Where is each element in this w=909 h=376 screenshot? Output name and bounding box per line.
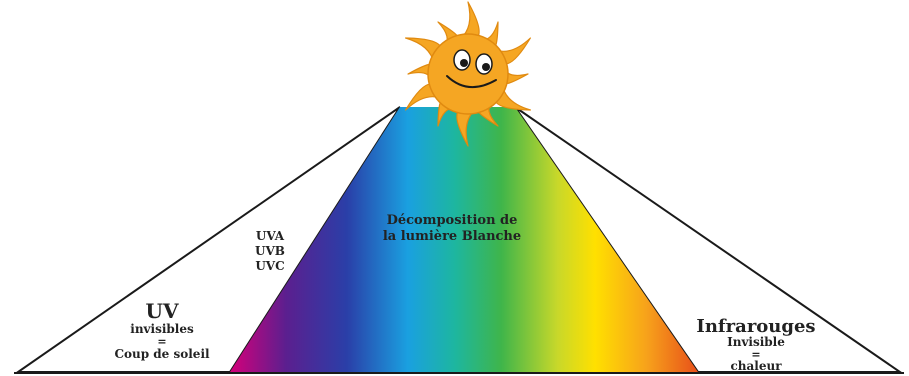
visible-spectrum — [230, 107, 698, 372]
uv-line2: = — [157, 335, 166, 348]
uvc-label: UVC — [255, 259, 284, 273]
uva-label: UVA — [256, 229, 285, 243]
infrared-title: Infrarouges — [696, 316, 815, 337]
spectrum-title-line2: la lumière Blanche — [383, 229, 521, 244]
infrared-line3: chaleur — [730, 359, 782, 373]
uv-line1: invisibles — [130, 322, 194, 336]
uv-title: UV — [146, 299, 179, 323]
infrared-line2: = — [751, 348, 760, 361]
smiling-sun-icon — [405, 1, 531, 147]
infrared-line1: Invisible — [727, 335, 785, 349]
uvb-label: UVB — [255, 244, 285, 258]
uv-line3: Coup de soleil — [114, 347, 210, 361]
spectrum-title-line1: Décomposition de — [387, 213, 518, 228]
